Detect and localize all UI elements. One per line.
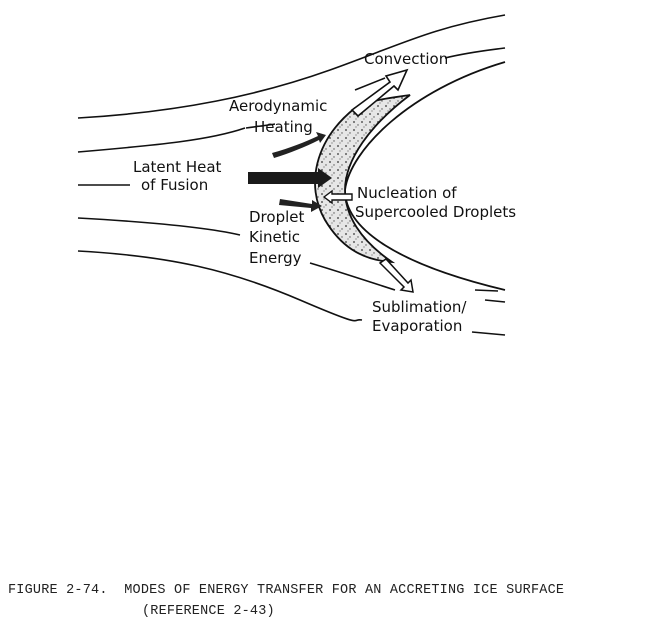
aerodynamic-heating-arrow [272, 132, 326, 158]
label-droplet-1: Droplet [249, 208, 304, 226]
label-convection: Convection [364, 50, 448, 68]
convection-arrow [350, 68, 409, 118]
latent-heat-arrow [248, 168, 332, 188]
label-droplet-3: Energy [249, 249, 302, 267]
streamlines [77, 14, 506, 336]
figure-caption-line1: FIGURE 2-74. MODES OF ENERGY TRANSFER FO… [8, 583, 565, 598]
label-latent-2: of Fusion [141, 176, 208, 194]
label-latent-1: Latent Heat [133, 158, 222, 176]
label-nucleation-1: Nucleation of [357, 184, 457, 202]
energy-transfer-diagram: Convection Aerodynamic Heating Latent He… [77, 14, 516, 336]
label-droplet-2: Kinetic [249, 228, 300, 246]
label-nucleation-2: Supercooled Droplets [355, 203, 516, 221]
figure-caption-line2: (REFERENCE 2-43) [142, 604, 275, 619]
label-sublimation-2: Evaporation [372, 317, 462, 335]
nucleation-arrow [322, 189, 353, 205]
label-sublimation-1: Sublimation/ [372, 298, 467, 316]
ice-accretion [314, 94, 411, 264]
droplet-kinetic-energy-arrow [279, 199, 322, 212]
label-aerodynamic-2: Heating [254, 118, 313, 136]
sublimation-arrow [378, 258, 414, 293]
label-aerodynamic-1: Aerodynamic [229, 97, 327, 115]
